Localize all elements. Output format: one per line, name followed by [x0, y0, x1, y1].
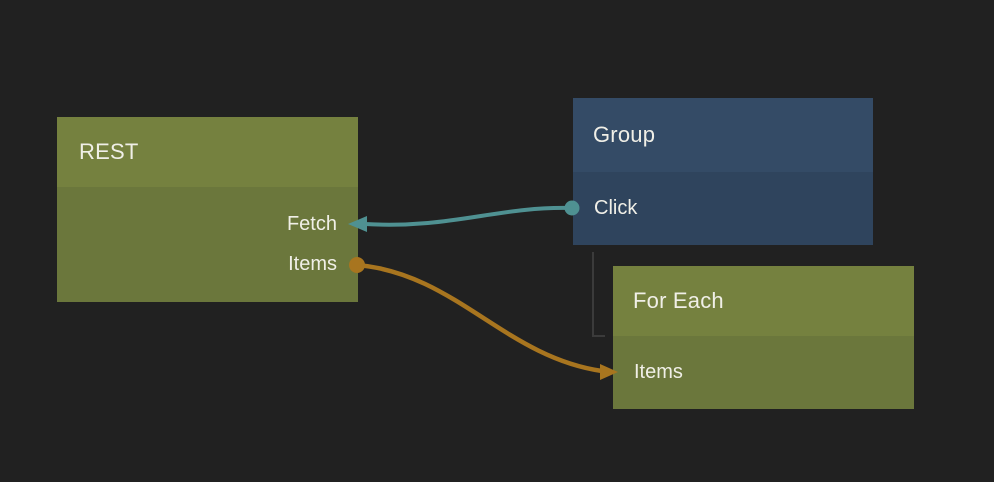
node-rest-header[interactable]: REST — [57, 117, 358, 187]
port-label: Fetch — [286, 213, 337, 235]
edge-path — [363, 205, 574, 227]
node-rest-body: Fetch Items — [57, 187, 358, 302]
node-title: Group — [593, 122, 656, 147]
edge-path — [354, 262, 605, 374]
node-group-header[interactable]: Group — [573, 98, 873, 172]
node-foreach-body: Items — [613, 336, 914, 409]
edge-rest-items-to-foreach-items[interactable] — [349, 257, 618, 380]
port-rest-fetch[interactable]: Fetch — [57, 205, 358, 245]
port-rest-items[interactable]: Items — [57, 245, 358, 285]
port-label: Items — [288, 253, 337, 275]
node-foreach-header[interactable]: For Each — [613, 266, 914, 336]
edge-group-click-to-rest-fetch[interactable] — [348, 200, 580, 233]
node-group-body: Click — [573, 172, 873, 245]
node-title: REST — [79, 139, 139, 164]
port-label: Click — [594, 197, 638, 219]
port-label: Items — [634, 361, 683, 383]
node-group[interactable]: Group Click — [573, 98, 873, 245]
port-foreach-items[interactable]: Items — [613, 353, 914, 393]
node-title: For Each — [633, 288, 724, 313]
node-foreach[interactable]: For Each Items — [613, 266, 914, 409]
node-rest[interactable]: REST Fetch Items — [57, 117, 358, 302]
port-group-click[interactable]: Click — [573, 189, 873, 229]
group-child-connector-line — [592, 252, 605, 337]
